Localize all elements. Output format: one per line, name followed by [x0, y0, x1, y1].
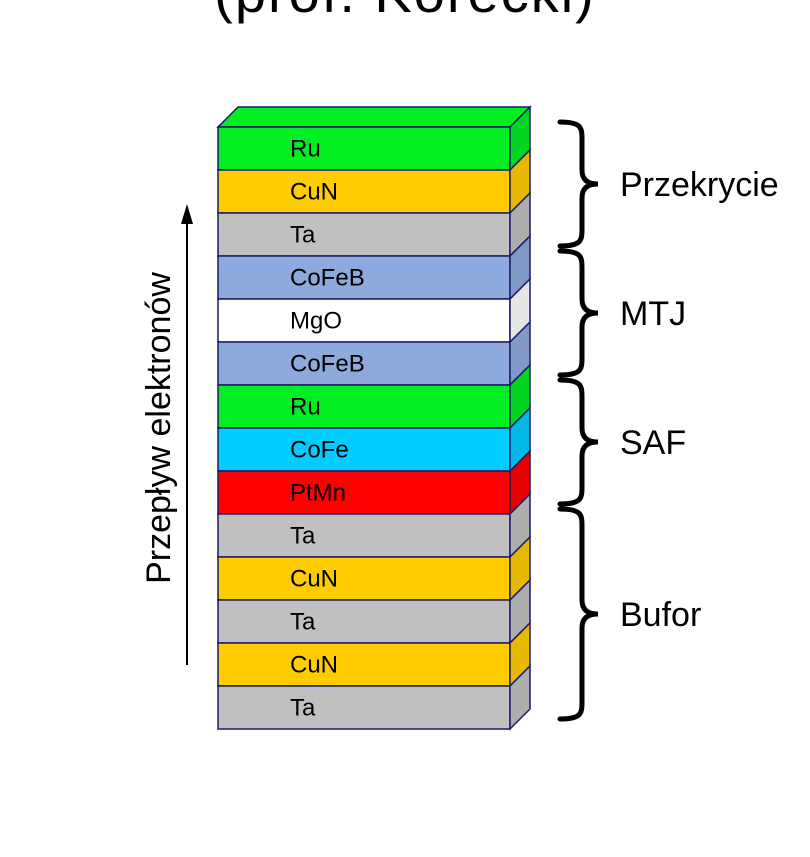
layer-front-face [217, 384, 511, 429]
page-title: (prof. Korecki) [0, 0, 810, 25]
stack-top-face [216, 106, 532, 128]
layers: RuCuNTaCoFeBMgOCoFeBRuCoFePtMnTaCuNTaCuN… [216, 105, 532, 731]
layer-cofe: CoFe [217, 406, 531, 473]
layer-label: PtMn [290, 480, 346, 507]
brace-przekrycie [557, 119, 599, 249]
layer-ru: Ru [217, 363, 531, 430]
layer-ta: Ta [217, 664, 531, 731]
layer-label: CuN [290, 566, 338, 593]
layer-label: CoFeB [290, 351, 365, 378]
layer-label: Ta [290, 695, 316, 722]
layer-front-face [217, 513, 511, 558]
layer-label: Ta [290, 609, 316, 636]
layer-label: Ta [290, 523, 316, 550]
layer-front-face [217, 685, 511, 730]
layer-front-face [217, 126, 511, 171]
layer-mgo: MgO [217, 277, 531, 344]
flow-arrow-head [181, 204, 193, 224]
flow-label: Przepływ elektronów [140, 272, 178, 584]
layer-side-face [509, 664, 531, 731]
electron-flow: Przepływ elektronów [140, 204, 193, 665]
brace-mtj [557, 248, 599, 378]
group-label-przekrycie: Przekrycie [620, 166, 779, 204]
group-label-mtj: MTJ [620, 295, 686, 333]
layer-front-face [217, 298, 511, 343]
layer-front-face [217, 341, 511, 386]
layer-front-face [217, 212, 511, 257]
layer-label: MgO [290, 308, 342, 335]
layer-label: CuN [290, 179, 338, 206]
layer-front-face [217, 470, 511, 515]
layer-front-face [217, 556, 511, 601]
group-label-bufor: Bufor [620, 596, 701, 634]
layer-front-face [217, 599, 511, 644]
layer-cun: CuN [217, 148, 531, 215]
layer-cun: CuN [217, 621, 531, 688]
brace-bufor [557, 506, 599, 722]
layer-label: CuN [290, 652, 338, 679]
layer-label: Ru [290, 394, 321, 421]
layer-ta: Ta [217, 492, 531, 559]
layer-label: Ru [290, 136, 321, 163]
layer-front-face [217, 642, 511, 687]
layer-front-face [217, 169, 511, 214]
layer-label: Ta [290, 222, 316, 249]
layer-label: CoFe [290, 437, 349, 464]
layer-front-face [217, 427, 511, 472]
layer-ru: Ru [217, 105, 531, 172]
layer-cofeb: CoFeB [217, 320, 531, 387]
group-label-saf: SAF [620, 424, 686, 462]
brace-saf [557, 377, 599, 507]
layer-label: CoFeB [290, 265, 365, 292]
